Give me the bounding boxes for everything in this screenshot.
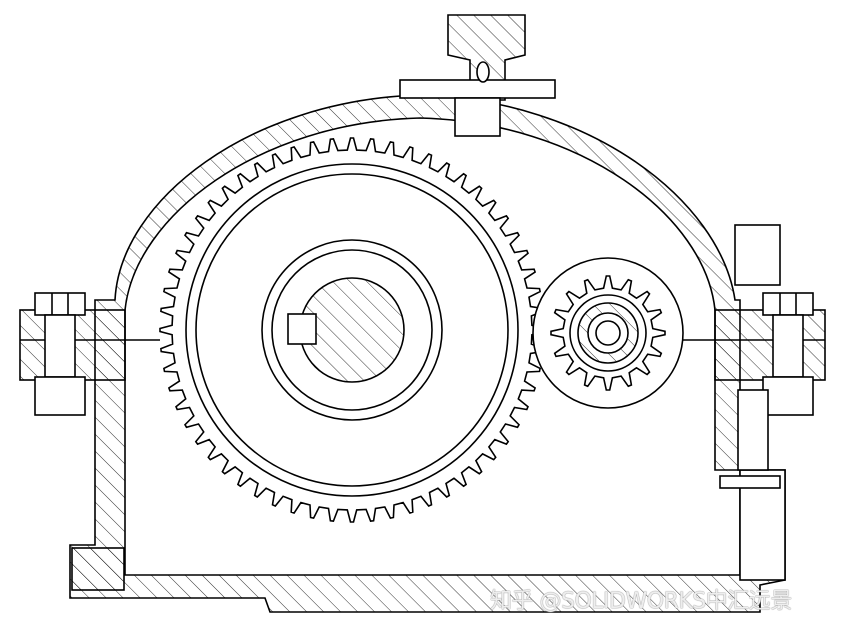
flange-right xyxy=(714,309,826,381)
breather-plug xyxy=(399,14,556,137)
pinion-bore xyxy=(595,320,621,346)
bolt-right xyxy=(762,292,814,416)
shaft-key xyxy=(287,313,317,345)
bolt-left xyxy=(34,292,86,416)
oil-gauge xyxy=(734,224,781,286)
left-plug xyxy=(71,547,125,591)
watermark: 知乎 @SOLIDWORKS中汇远景 xyxy=(490,589,792,614)
